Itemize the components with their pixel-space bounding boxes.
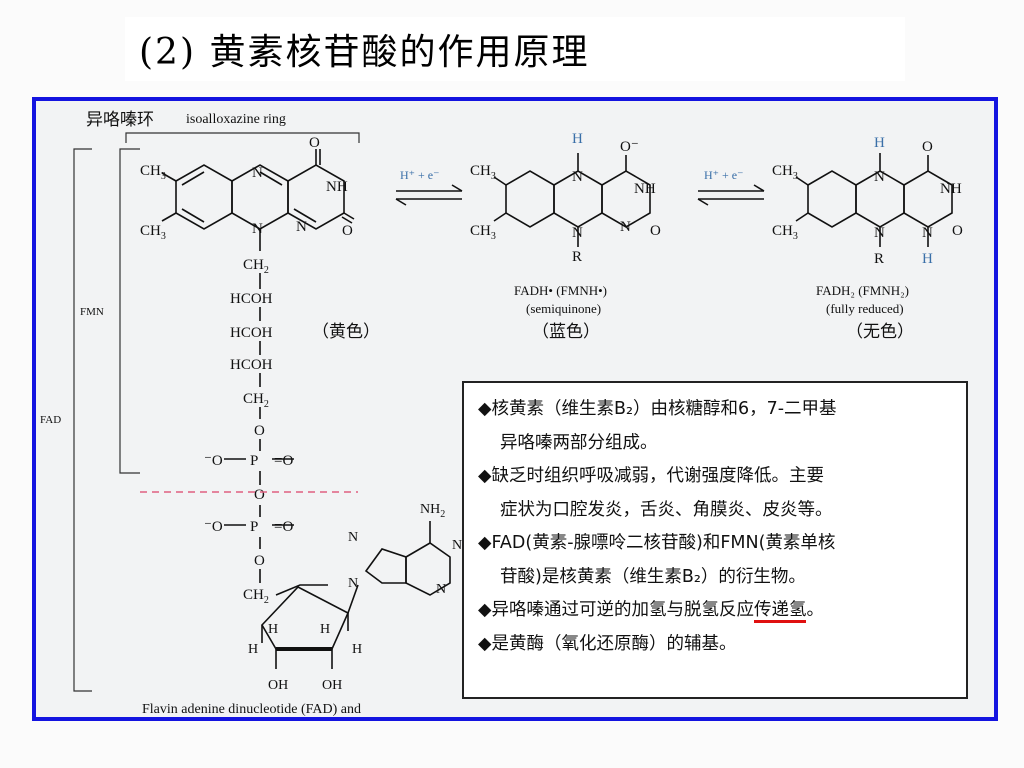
svg-text:CH2: CH2 bbox=[243, 257, 269, 276]
svg-text:CH3: CH3 bbox=[772, 163, 798, 182]
semiquinone-structure bbox=[493, 153, 651, 247]
page-title: (2) 黄素核苷酸的作用原理 bbox=[139, 32, 590, 73]
svg-text:NH: NH bbox=[326, 179, 348, 195]
flavin-structure-diagram: 异咯嗪环 isoalloxazine ring FMN FAD bbox=[40, 110, 963, 717]
svg-text:=O: =O bbox=[274, 519, 293, 535]
diagram-panel: 异咯嗪环 isoalloxazine ring FMN FAD bbox=[32, 97, 998, 721]
svg-text:N: N bbox=[874, 225, 885, 241]
info-line-2: 异咯嗪两部分组成。 bbox=[500, 432, 658, 453]
fad-label: FAD bbox=[40, 414, 61, 426]
svg-text:⁻O: ⁻O bbox=[204, 519, 223, 535]
semiquinone-name: FADH• (FMNH•) bbox=[514, 283, 607, 298]
svg-text:O: O bbox=[342, 223, 353, 239]
svg-text:O: O bbox=[309, 135, 320, 151]
svg-text:P: P bbox=[250, 453, 258, 469]
svg-text:NH2: NH2 bbox=[420, 502, 445, 520]
svg-text:N: N bbox=[296, 219, 307, 235]
svg-text:HCOH: HCOH bbox=[230, 291, 273, 307]
svg-text:R: R bbox=[572, 249, 582, 265]
methyl-2: CH3 bbox=[140, 223, 166, 242]
svg-text:H: H bbox=[922, 251, 933, 267]
svg-text:H: H bbox=[874, 135, 885, 151]
fully-reduced-name: FADH₂ (FMNH₂) bbox=[816, 283, 909, 298]
color-label-yellow: （黄色） bbox=[312, 322, 380, 342]
oxidized-flavin bbox=[161, 149, 355, 583]
svg-text:N: N bbox=[252, 165, 263, 181]
svg-text:N: N bbox=[874, 169, 885, 185]
svg-text:H: H bbox=[572, 131, 583, 147]
svg-text:HCOH: HCOH bbox=[230, 357, 273, 373]
svg-text:CH3: CH3 bbox=[470, 163, 496, 182]
info-line-7: ◆异咯嗪通过可逆的加氢与脱氢反应传递氢。 bbox=[478, 594, 956, 628]
title-bar: (2) 黄素核苷酸的作用原理 bbox=[125, 17, 905, 81]
arrow-label-2: H⁺ + e⁻ bbox=[704, 168, 743, 182]
svg-text:NH: NH bbox=[634, 181, 656, 197]
highlight-transfer-hydrogen: 传递氢 bbox=[753, 600, 807, 623]
svg-text:H: H bbox=[268, 622, 278, 637]
svg-text:O: O bbox=[952, 223, 963, 239]
svg-text:O: O bbox=[254, 553, 265, 569]
info-box: ◆核黄素（维生素B₂）由核糖醇和6，7-二甲基 异咯嗪两部分组成。 ◆缺乏时组织… bbox=[462, 381, 968, 699]
isoalloxazine-bracket bbox=[125, 132, 360, 143]
svg-text:O: O bbox=[254, 423, 265, 439]
svg-text:=O: =O bbox=[274, 453, 293, 469]
fully-reduced-structure bbox=[795, 153, 953, 247]
fully-reduced-desc: (fully reduced) bbox=[826, 301, 904, 316]
semiquinone-desc: (semiquinone) bbox=[526, 301, 601, 316]
fmn-bracket bbox=[119, 148, 140, 474]
methyl-1: CH3 bbox=[140, 163, 166, 182]
svg-text:R: R bbox=[874, 251, 884, 267]
ring-label-en: isoalloxazine ring bbox=[186, 112, 286, 127]
color-label-blue: （蓝色） bbox=[532, 322, 600, 342]
svg-text:N: N bbox=[922, 225, 933, 241]
equilibrium-arrow-1 bbox=[395, 184, 463, 206]
adenine-rings bbox=[364, 521, 451, 596]
svg-text:O⁻: O⁻ bbox=[620, 139, 639, 155]
ring-label-cn: 异咯嗪环 bbox=[86, 110, 154, 130]
color-label-colorless: （无色） bbox=[846, 322, 914, 342]
info-line-6: 苷酸)是核黄素（维生素B₂）的衍生物。 bbox=[500, 566, 806, 587]
info-line-8: ◆是黄酶（氧化还原酶）的辅基。 bbox=[478, 633, 737, 654]
svg-text:N: N bbox=[252, 221, 263, 237]
svg-text:CH3: CH3 bbox=[470, 223, 496, 242]
svg-text:CH3: CH3 bbox=[772, 223, 798, 242]
svg-text:H: H bbox=[352, 642, 362, 657]
svg-text:CH2: CH2 bbox=[243, 587, 269, 606]
equilibrium-arrow-2 bbox=[697, 184, 765, 206]
svg-text:N: N bbox=[572, 169, 583, 185]
svg-text:N: N bbox=[348, 576, 358, 591]
info-line-1: ◆核黄素（维生素B₂）由核糖醇和6，7-二甲基 bbox=[478, 399, 837, 419]
svg-text:CH2: CH2 bbox=[243, 391, 269, 410]
svg-text:NH: NH bbox=[940, 181, 962, 197]
ribose-ring bbox=[261, 584, 359, 669]
svg-text:O: O bbox=[922, 139, 933, 155]
svg-text:OH: OH bbox=[322, 678, 342, 693]
svg-text:P: P bbox=[250, 519, 258, 535]
svg-text:H: H bbox=[320, 622, 330, 637]
fmn-label: FMN bbox=[80, 306, 104, 318]
arrow-label-1: H⁺ + e⁻ bbox=[400, 168, 439, 182]
diagram-caption: Flavin adenine dinucleotide (FAD) and bbox=[142, 702, 361, 717]
svg-text:O: O bbox=[650, 223, 661, 239]
svg-text:OH: OH bbox=[268, 678, 288, 693]
svg-text:H: H bbox=[248, 642, 258, 657]
info-line-5: ◆FAD(黄素-腺嘌呤二核苷酸)和FMN(黄素单核 bbox=[478, 533, 836, 553]
svg-text:⁻O: ⁻O bbox=[204, 453, 223, 469]
fad-bracket bbox=[73, 148, 92, 692]
svg-text:N: N bbox=[348, 530, 358, 545]
info-line-3: ◆缺乏时组织呼吸减弱，代谢强度降低。主要 bbox=[478, 466, 824, 486]
svg-text:HCOH: HCOH bbox=[230, 325, 273, 341]
svg-text:N: N bbox=[436, 582, 446, 597]
svg-text:O: O bbox=[254, 487, 265, 503]
svg-text:N: N bbox=[620, 219, 631, 235]
info-line-4: 症状为口腔发炎，舌炎、角膜炎、皮炎等。 bbox=[500, 499, 833, 520]
svg-text:N: N bbox=[572, 225, 583, 241]
svg-text:N: N bbox=[452, 538, 462, 553]
